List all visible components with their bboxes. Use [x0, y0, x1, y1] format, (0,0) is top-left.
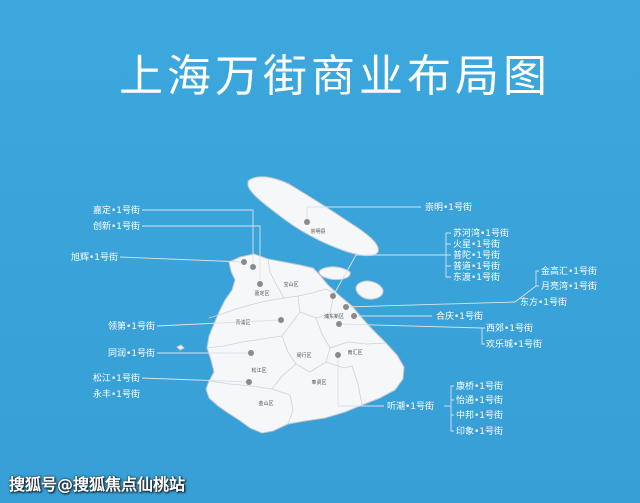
border-jiading-qingpu	[208, 297, 285, 319]
location-markers	[241, 219, 357, 385]
location-label: 金高汇•1号街	[541, 265, 597, 277]
marker-dot-chongming	[304, 219, 310, 225]
right-location-labels: 崇明•1号街 苏河湾•1号街 火星•1号街 普陀•1号街 普道•1号街 东渡•1…	[387, 201, 597, 437]
shanghai-mainland	[205, 253, 405, 434]
location-label: 合庆•1号街	[436, 310, 483, 322]
marker-dot-chuangxin	[257, 281, 263, 287]
location-label: 创新•1号街	[93, 220, 140, 232]
border-minhang-east	[315, 317, 331, 363]
location-label: 东方•1号街	[520, 296, 567, 308]
location-label: 苏河湾•1号街	[453, 227, 509, 239]
location-label: 领第•1号街	[108, 320, 155, 332]
district-label-jinshan: 金山区	[258, 400, 273, 407]
leader-line-xijiao	[338, 323, 483, 329]
border-fengxian-jinshan	[287, 394, 294, 425]
marker-dot-tingchao	[335, 352, 341, 358]
district-label-baoshan: 宝山区	[283, 281, 298, 288]
district-label-nanhui: 南汇区	[347, 349, 362, 356]
leader-line-songjiang	[141, 377, 250, 383]
border-songjiang-jinshan	[208, 380, 291, 396]
district-label-songjiang: 松江区	[251, 367, 266, 374]
changxing-island	[318, 266, 351, 281]
bracket-xijiao-group	[481, 327, 485, 345]
district-labels: 崇明县 嘉定区 宝山区 青浦区 浦东新区 闵行区 松江区 南汇区 奉贤区 金山区	[235, 228, 362, 407]
border-qingpu-songjiang	[206, 311, 301, 349]
marker-dot-xuhui	[241, 259, 247, 265]
border-nanhui-fengxian	[351, 365, 363, 406]
land-layer	[176, 176, 405, 434]
bracket-suhewan-group	[445, 232, 451, 278]
border-jiading-baoshan	[267, 258, 285, 299]
location-label: 中邦•1号街	[456, 409, 503, 421]
leader-line-lingdi	[156, 319, 282, 327]
location-label: 康桥•1号街	[456, 380, 503, 392]
district-label-fengxian: 奉贤区	[311, 379, 326, 386]
location-label: 怡通•1号街	[456, 394, 503, 406]
small-islet	[176, 344, 185, 351]
border-songjiang-minhang	[271, 363, 297, 390]
bracket-jingaohui-group	[535, 270, 539, 287]
leader-line-chuangxin	[142, 225, 261, 284]
bracket-kangqiao-group	[450, 385, 454, 432]
leader-line-jiading	[142, 209, 254, 267]
location-label: 月亮湾•1号街	[541, 280, 597, 292]
district-borders	[206, 258, 387, 425]
location-label: 火星•1号街	[453, 238, 500, 250]
district-label-jiading: 嘉定区	[254, 290, 269, 297]
district-label-minhang: 闵行区	[296, 352, 311, 359]
marker-dot-songjiang	[246, 379, 252, 385]
page-title: 上海万街商业布局图	[119, 51, 551, 102]
location-label: 西郊•1号街	[486, 322, 533, 334]
marker-dot-heqing	[351, 313, 357, 319]
location-label: 永丰•1号街	[93, 388, 140, 400]
location-label: 听潮•1号街	[387, 400, 434, 412]
location-label: 欢乐城•1号街	[486, 338, 542, 350]
border-minhang-west	[281, 335, 297, 365]
leader-line-dongfang	[345, 301, 516, 308]
leader-line-jingaohui-group	[514, 285, 537, 303]
district-label-qingpu: 青浦区	[235, 319, 250, 326]
watermark: 搜狐号@搜狐焦点仙桃站	[9, 475, 186, 494]
huangpu-river	[295, 361, 353, 373]
location-label: 同润•1号街	[108, 347, 155, 359]
leader-line-chongming	[306, 206, 421, 222]
district-label-pudong: 浦东新区	[324, 313, 344, 320]
marker-dot-xijiao	[336, 321, 342, 327]
marker-dot-lingdi	[278, 317, 284, 323]
marker-dot-suhewan-group	[330, 293, 336, 299]
marker-dot-jiading	[250, 264, 256, 270]
chongming-island	[247, 176, 379, 257]
marker-dot-dongfang	[343, 304, 349, 310]
location-label: 崇明•1号街	[425, 201, 472, 213]
leader-line-tingchao	[337, 355, 384, 407]
location-label: 嘉定•1号街	[93, 204, 140, 216]
hengsha-island	[355, 280, 384, 300]
location-label: 松江•1号街	[93, 372, 140, 384]
leader-lines	[119, 206, 539, 432]
leader-line-suhewan-group	[332, 254, 446, 297]
border-pudong-nanhui	[329, 341, 387, 349]
district-label-chongming: 崇明县	[310, 228, 325, 235]
location-label: 普陀•1号街	[453, 249, 500, 261]
location-label: 旭辉•1号街	[71, 251, 118, 263]
border-baoshan-city	[283, 288, 335, 299]
location-label: 普道•1号街	[453, 260, 500, 272]
marker-dot-tongrun	[248, 350, 254, 356]
leader-line-xuhui	[119, 256, 245, 263]
location-label: 印象•1号街	[456, 425, 503, 437]
location-label: 东渡•1号街	[453, 271, 500, 283]
left-location-labels: 嘉定•1号街 创新•1号街 旭辉•1号街 领第•1号街 同润•1号街 松江•1号…	[71, 204, 155, 400]
